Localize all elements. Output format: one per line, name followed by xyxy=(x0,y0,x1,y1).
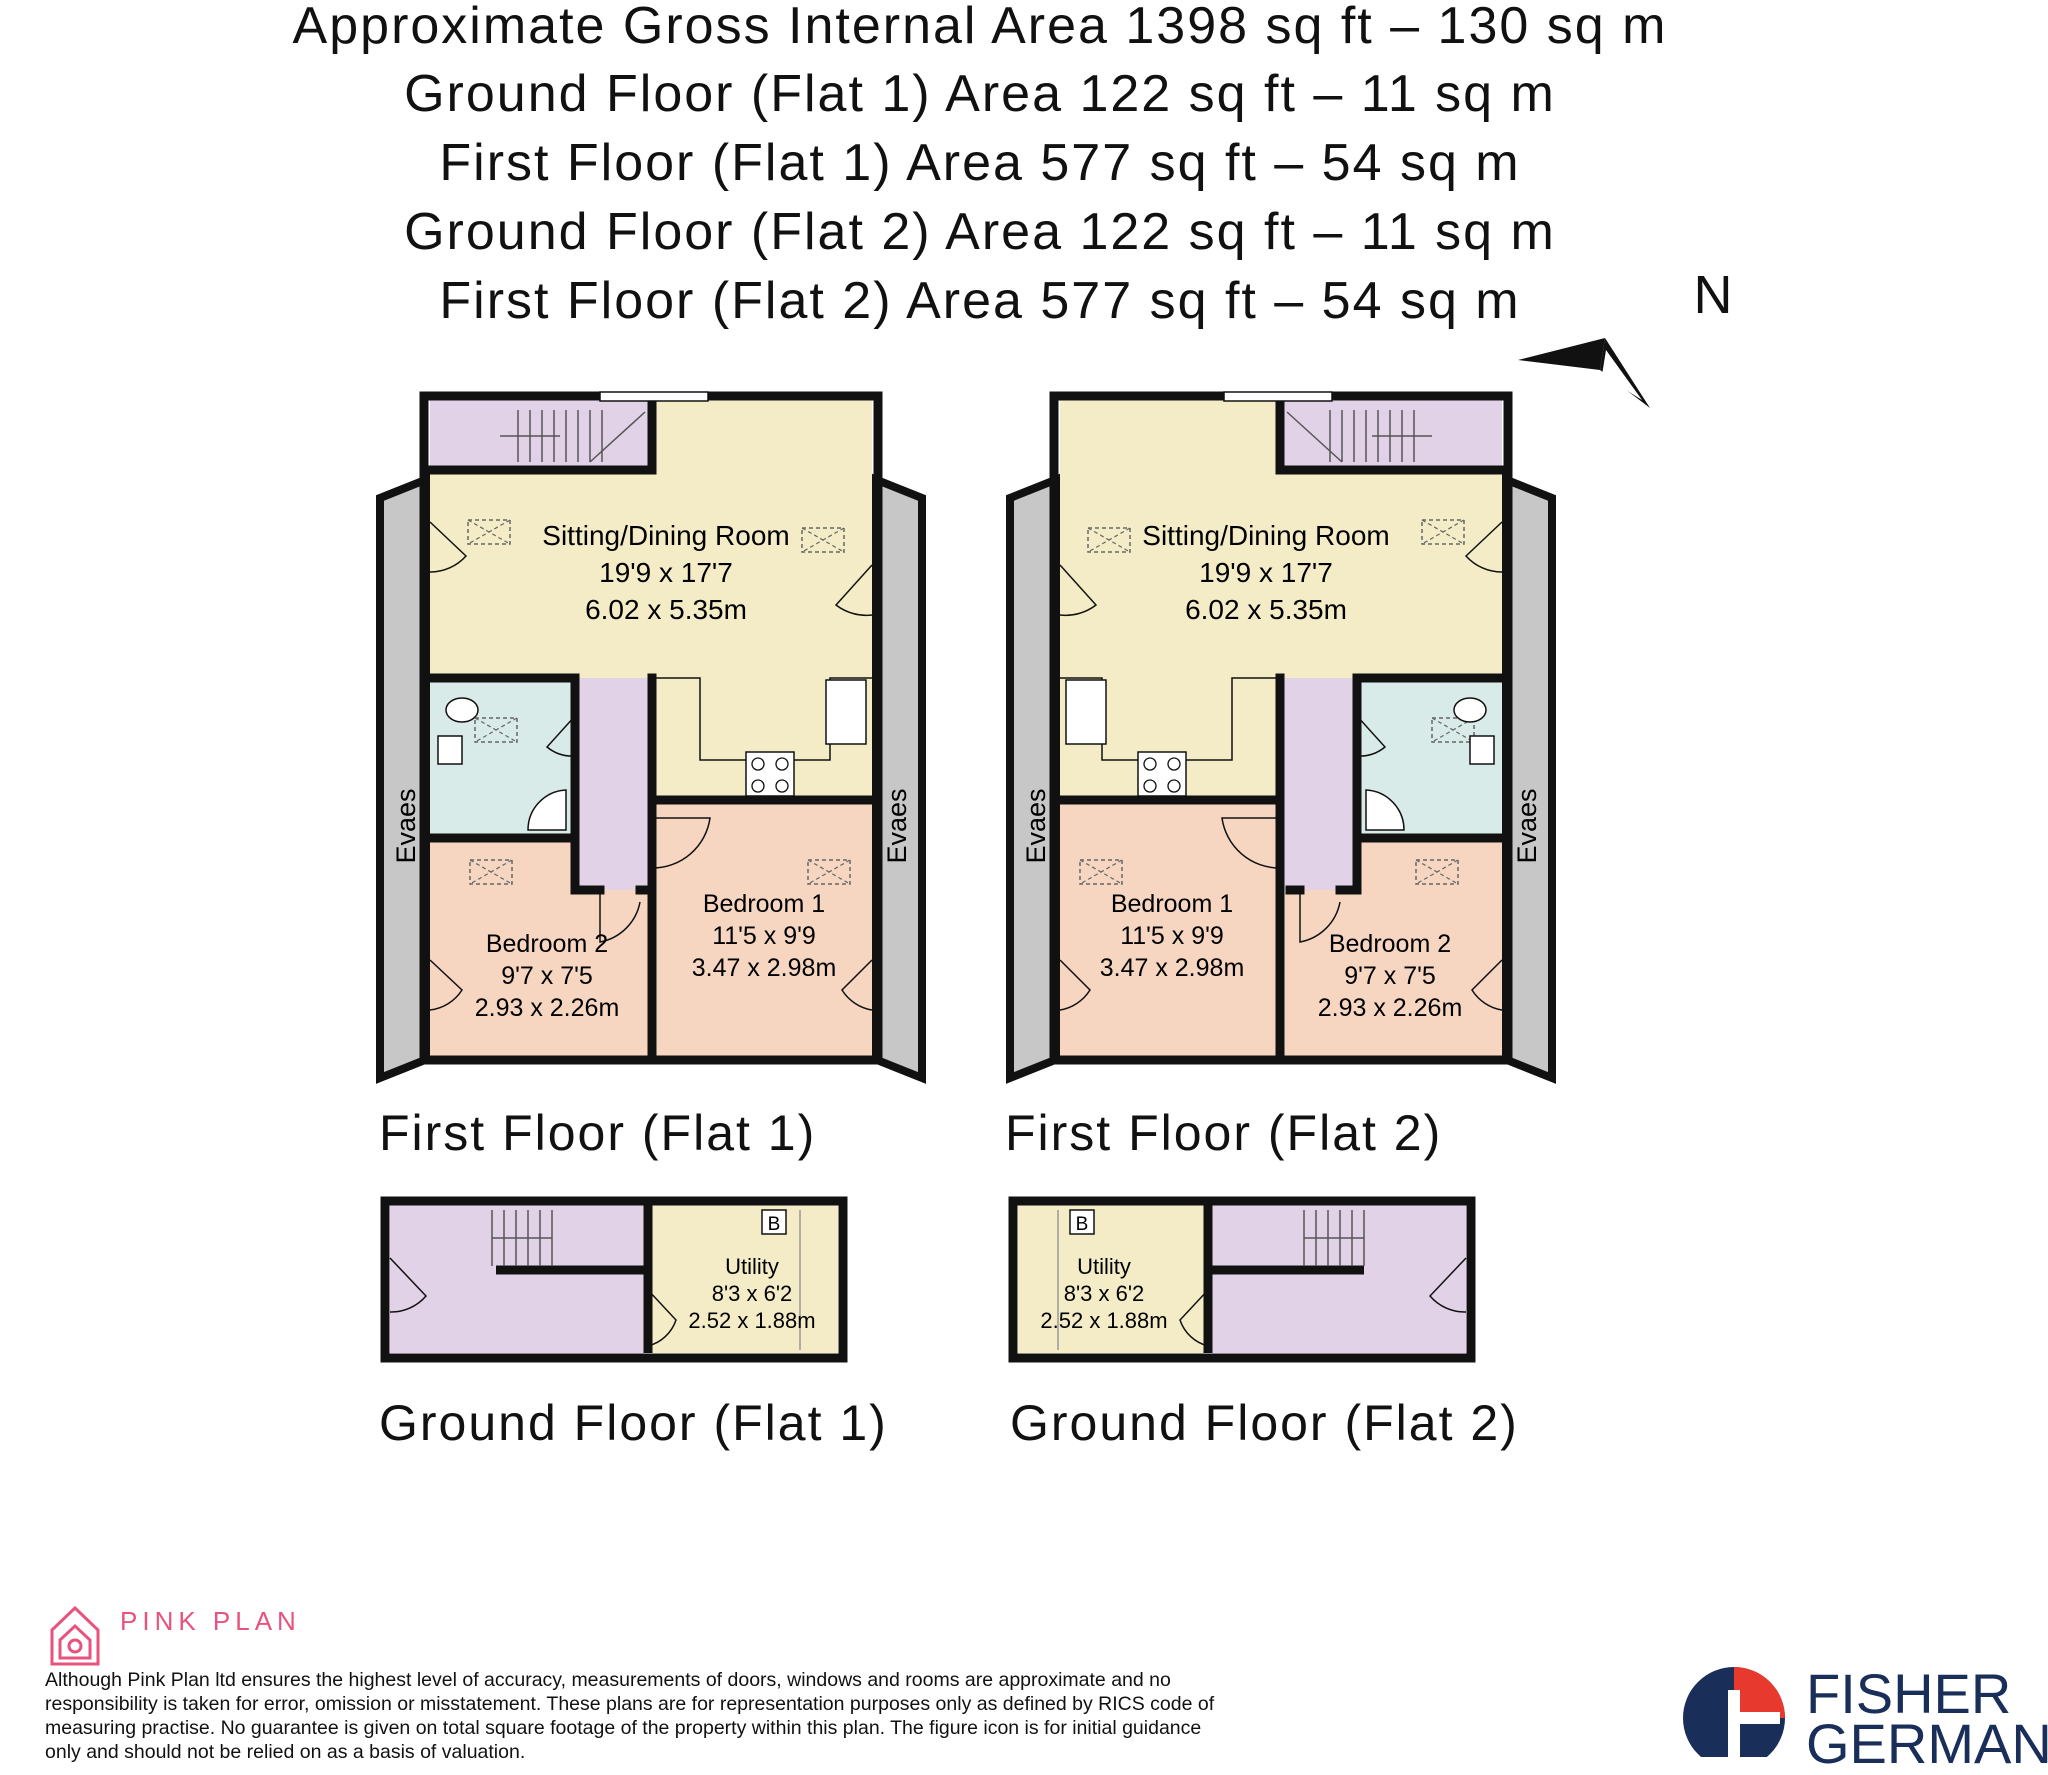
caption-ground-floor-flat1: Ground Floor (Flat 1) xyxy=(379,1395,888,1451)
first-floor-flat2-plan: Sitting/Dining Room 19'9 x 17'7 6.02 x 5… xyxy=(1006,391,1556,1084)
compass-arrow-icon xyxy=(1518,338,1650,408)
f1-utility-imperial: 8'3 x 6'2 xyxy=(712,1281,793,1306)
f1-bedroom2-imperial: 9'7 x 7'5 xyxy=(501,962,593,990)
first-flat1-area-line: First Floor (Flat 1) Area 577 sq ft – 54… xyxy=(439,134,1521,192)
agent-name-line1: FISHER xyxy=(1806,1662,2012,1725)
f2-sitting-metric: 6.02 x 5.35m xyxy=(1185,594,1347,625)
f2-eaves-right-label: Evaes xyxy=(1512,788,1542,863)
f2-bedroom2-imperial: 9'7 x 7'5 xyxy=(1344,962,1436,990)
utility-room xyxy=(1018,1205,1208,1353)
stairs-landing xyxy=(430,400,652,470)
sitting-room-area xyxy=(1060,400,1502,800)
compass-north-label: N xyxy=(1694,265,1733,325)
fisher-german-logo-icon xyxy=(1683,1667,1785,1757)
f2-utility-name: Utility xyxy=(1077,1254,1131,1279)
f1-sitting-imperial: 19'9 x 17'7 xyxy=(599,557,733,588)
utility-room xyxy=(648,1205,838,1353)
f2-boiler-label: B xyxy=(1076,1214,1089,1235)
f1-eaves-left-label: Evaes xyxy=(391,788,421,863)
f1-sitting-name: Sitting/Dining Room xyxy=(542,520,789,551)
ground-floor-flat2-plan: B Utility 8'3 x 6'2 2.52 x 1.88m xyxy=(1008,1196,1476,1363)
f1-bedroom2-metric: 2.93 x 2.26m xyxy=(475,994,620,1022)
ground-flat2-area-line: Ground Floor (Flat 2) Area 122 sq ft – 1… xyxy=(404,203,1556,261)
hallway xyxy=(575,678,652,890)
f1-bedroom1-name: Bedroom 1 xyxy=(703,890,825,918)
f1-boiler-label: B xyxy=(768,1214,781,1235)
gross-area-line: Approximate Gross Internal Area 1398 sq … xyxy=(292,0,1668,55)
f1-bedroom2-name: Bedroom 2 xyxy=(486,930,608,958)
f2-bedroom2-name: Bedroom 2 xyxy=(1329,930,1451,958)
agent-name-line2: GERMAN xyxy=(1806,1712,2048,1775)
pink-plan-house-icon xyxy=(50,1605,100,1666)
f2-utility-metric: 2.52 x 1.88m xyxy=(1040,1308,1167,1333)
disclaimer-text: Although Pink Plan ltd ensures the highe… xyxy=(45,1669,1215,1763)
caption-ground-floor-flat2: Ground Floor (Flat 2) xyxy=(1010,1395,1519,1451)
first-flat2-area-line: First Floor (Flat 2) Area 577 sq ft – 54… xyxy=(439,272,1521,330)
f2-bedroom1-metric: 3.47 x 2.98m xyxy=(1100,954,1245,982)
f1-bedroom1-metric: 3.47 x 2.98m xyxy=(692,954,837,982)
f1-eaves-right-label: Evaes xyxy=(882,788,912,863)
hall-ground xyxy=(1208,1205,1466,1353)
caption-first-floor-flat2: First Floor (Flat 2) xyxy=(1005,1105,1443,1161)
first-floor-flat1-plan: Sitting/Dining Room 19'9 x 17'7 6.02 x 5… xyxy=(376,391,926,1084)
f2-bedroom1-name: Bedroom 1 xyxy=(1111,890,1233,918)
f2-bedroom1-imperial: 11'5 x 9'9 xyxy=(1120,922,1224,950)
f2-sitting-name: Sitting/Dining Room xyxy=(1142,520,1389,551)
f2-sitting-imperial: 19'9 x 17'7 xyxy=(1199,557,1333,588)
ground-floor-flat1-plan: B Utility 8'3 x 6'2 2.52 x 1.88m xyxy=(380,1196,848,1363)
f2-eaves-left-label: Evaes xyxy=(1021,788,1051,863)
hallway xyxy=(1280,678,1357,890)
ground-flat1-area-line: Ground Floor (Flat 1) Area 122 sq ft – 1… xyxy=(404,65,1556,123)
hall-ground xyxy=(390,1205,648,1353)
f1-utility-metric: 2.52 x 1.88m xyxy=(688,1308,815,1333)
caption-first-floor-flat1: First Floor (Flat 1) xyxy=(379,1105,817,1161)
stairs-landing xyxy=(1280,400,1502,470)
f2-utility-imperial: 8'3 x 6'2 xyxy=(1064,1281,1145,1306)
f1-utility-name: Utility xyxy=(725,1254,779,1279)
pink-plan-brand: PINK PLAN xyxy=(120,1606,301,1636)
bedroom-1 xyxy=(652,800,872,1056)
f2-bedroom2-metric: 2.93 x 2.26m xyxy=(1318,994,1463,1022)
f1-bedroom1-imperial: 11'5 x 9'9 xyxy=(712,922,816,950)
bedroom-1 xyxy=(1060,800,1280,1056)
f1-sitting-metric: 6.02 x 5.35m xyxy=(585,594,747,625)
